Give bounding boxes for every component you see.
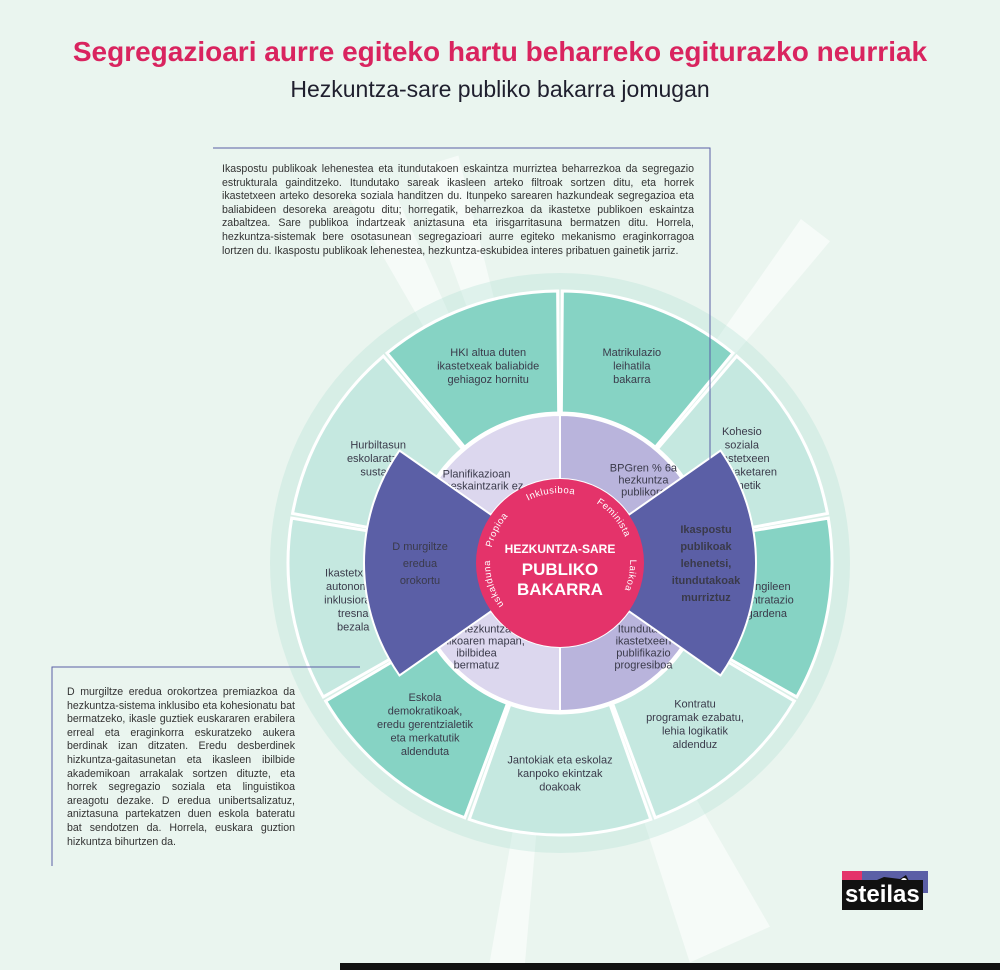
page-subtitle: Hezkuntza-sare publiko bakarra jomugan	[290, 76, 710, 102]
outer-segment	[384, 289, 561, 450]
top-connector	[213, 147, 711, 485]
center-label-line3: BAKARRA	[517, 580, 603, 599]
steilas-logo-text: steilas	[842, 880, 923, 910]
center-circle	[476, 479, 644, 647]
top-paragraph: Ikaspostu publikoak lehenestea eta itund…	[222, 163, 694, 258]
center-label-line2: PUBLIKO	[522, 560, 599, 579]
outer-segment	[323, 637, 510, 820]
bottom-connector	[51, 666, 360, 866]
connector-lines	[51, 147, 711, 866]
page-title: Segregazioari aurre egiteko hartu beharr…	[72, 36, 928, 67]
bottom-paragraph-text: D murgiltze eredua orokortzea premiazkoa…	[67, 686, 295, 848]
outer-segment	[559, 289, 736, 450]
bottom-bar	[340, 963, 1000, 970]
outer-segment	[610, 637, 797, 820]
top-paragraph-text: Ikaspostu publikoak lehenestea eta itund…	[222, 163, 694, 257]
bottom-paragraph: D murgiltze eredua orokortzea premiazkoa…	[67, 686, 295, 849]
outer-segment	[467, 702, 653, 837]
center-label-line1: HEZKUNTZA-SARE	[505, 542, 616, 556]
